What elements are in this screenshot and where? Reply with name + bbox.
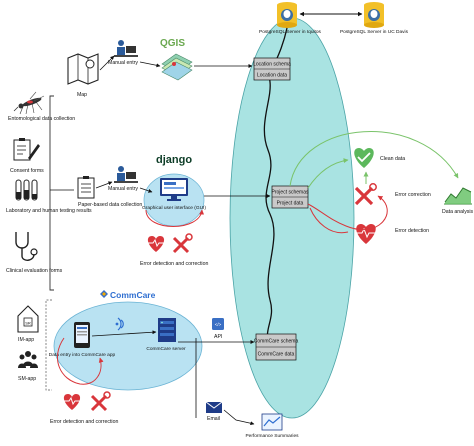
- server-icon: [158, 318, 176, 342]
- manual-to-gui-arrow: [139, 187, 153, 193]
- clean-data-label: Clean data: [380, 156, 405, 162]
- test-tubes-icon: [15, 179, 38, 201]
- mosquito-icon: [13, 91, 45, 115]
- location-schema-box: Location schema Location data: [253, 57, 291, 81]
- data-entry-label: Data entry into CommCare app: [49, 352, 116, 358]
- map-label: Map: [77, 92, 87, 98]
- commcare-server-label: CommCare server: [146, 346, 186, 352]
- manual-entry-1-label: Manual entry: [108, 60, 138, 66]
- api-label: API: [214, 334, 222, 340]
- person-at-desk-icon: [114, 40, 138, 57]
- heart-pulse-icon: [147, 236, 165, 252]
- data-analysis-label: Data analysis: [442, 209, 474, 215]
- server-ucdavis-label: PostgreSQL Server in UC Davis: [340, 29, 409, 35]
- line-chart-icon: [261, 413, 283, 431]
- api-icon: </>: [212, 318, 224, 330]
- commcare-schema-data: CommCare data: [258, 352, 295, 358]
- qgis-map-icon: [161, 53, 193, 81]
- clinical-label: Clinical evaluation forms: [6, 268, 63, 274]
- error-correction-label: Error correction: [395, 192, 431, 198]
- svg-text:SR: SR: [25, 321, 31, 326]
- email-to-performance-arrow: [223, 409, 255, 426]
- server-iquitos-label: PostgreSQL Server in Iquitos: [259, 29, 322, 35]
- wireless-icon: [115, 317, 124, 331]
- commcare-error-loop: [56, 337, 104, 385]
- home-sr-icon: SR: [17, 305, 39, 333]
- project-schema-box: Project schemas Project data: [272, 185, 309, 209]
- computer-monitor-icon: [160, 178, 188, 201]
- location-schema-header: Location schema: [253, 62, 291, 68]
- performance-label: Performance Summaries: [245, 433, 299, 439]
- im-app-label: IM-app: [18, 337, 34, 343]
- stethoscope-icon: [15, 232, 38, 261]
- phone-to-server-arrow: [91, 330, 157, 337]
- wrench-screwdriver-icon: [354, 183, 377, 206]
- error-detection-label: Error detection: [395, 228, 429, 234]
- schema-link-line: [263, 27, 288, 346]
- heart-check-icon: [354, 148, 374, 168]
- map-icon: [67, 53, 99, 85]
- location-schema-data: Location data: [257, 73, 287, 79]
- consent-label: Consent forms: [10, 168, 44, 174]
- heart-pulse-icon: [356, 224, 376, 244]
- commcare-logo: CommCare: [110, 290, 156, 300]
- clean-to-analysis-curve: [289, 131, 459, 187]
- manual-entry-2-label: Manual entry: [108, 186, 138, 192]
- database-icon: [364, 2, 384, 28]
- email-label: Email: [207, 416, 220, 422]
- commcare-schema-box: CommCare schema CommCare data: [254, 333, 299, 361]
- heart-pulse-icon: [63, 394, 81, 410]
- manual-to-qgis-arrow: [139, 61, 161, 68]
- commcare-schema-header: CommCare schema: [254, 339, 299, 345]
- entomological-label: Entomological data collection: [8, 116, 75, 122]
- sources-bracket: [49, 95, 54, 291]
- people-group-icon: [18, 351, 38, 368]
- database-icon: [277, 2, 297, 28]
- error-1-label: Error detection and correction: [140, 261, 208, 267]
- paper-arrow: [95, 181, 113, 189]
- commcare-logo-icon: [100, 290, 108, 298]
- wrench-screwdriver-icon: [172, 233, 193, 254]
- wrench-screwdriver-icon: [90, 391, 111, 412]
- gui-error-loop: [145, 209, 205, 227]
- map-arrow: [99, 55, 115, 71]
- clipboard-pen-icon: [13, 138, 40, 161]
- error-loop-red: [307, 195, 388, 231]
- svg-text:</>: </>: [215, 322, 222, 327]
- app-bracket: [45, 299, 52, 391]
- laboratory-label-line1: Laboratory and human testing results: [6, 208, 92, 214]
- qgis-logo: QGIS: [160, 38, 185, 49]
- detection-to-project-arrow: [309, 207, 349, 234]
- envelope-icon: [205, 401, 223, 413]
- project-schema-data: Project data: [277, 201, 304, 207]
- error-2-label: Error detection and correction: [50, 419, 118, 425]
- gui-label: Graphical user interface (GUI): [142, 205, 206, 211]
- paper-label: Paper-based data collection: [78, 202, 142, 208]
- clipboard-icon: [77, 176, 95, 199]
- project-to-clean-arrow: [307, 158, 349, 189]
- sm-app-label: SM-app: [18, 376, 36, 382]
- django-logo: django: [156, 154, 192, 166]
- project-schema-header: Project schemas: [272, 190, 309, 196]
- phone-icon: [74, 322, 90, 348]
- person-at-desk-icon: [114, 166, 138, 183]
- analysis-chart-icon: [444, 182, 472, 205]
